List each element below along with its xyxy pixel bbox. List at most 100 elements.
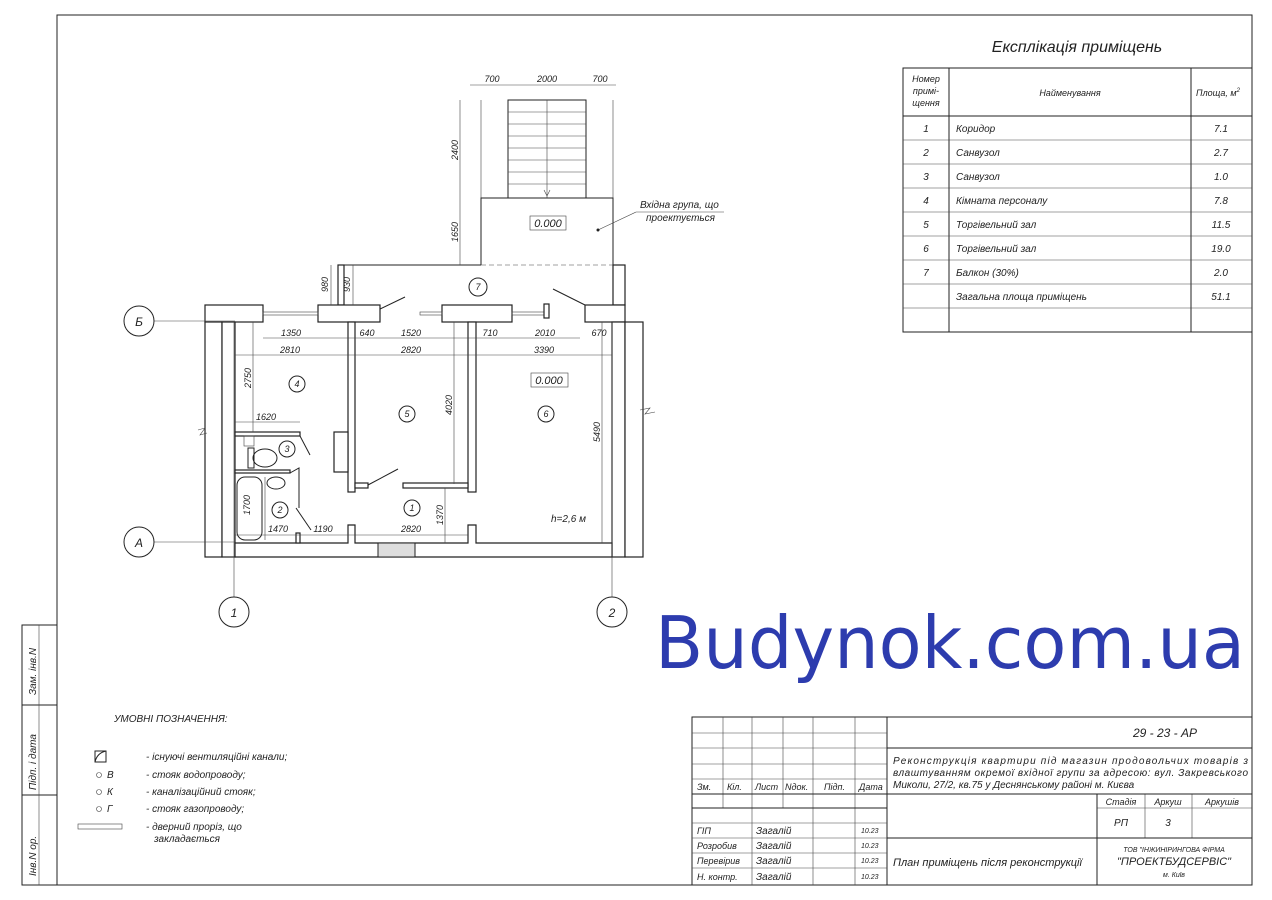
svg-text:10.23: 10.23 bbox=[861, 843, 879, 850]
svg-text:1700: 1700 bbox=[242, 495, 252, 515]
grid-axes: 1 2 Б А bbox=[123, 305, 628, 628]
cell-no: 1 bbox=[923, 124, 929, 135]
cell-area: 11.5 bbox=[1212, 220, 1231, 231]
svg-text:В: В bbox=[107, 770, 114, 781]
cell-name: Балкон (30%) bbox=[956, 268, 1019, 279]
svg-text:Стадія: Стадія bbox=[1106, 797, 1137, 807]
svg-text:Лист: Лист bbox=[754, 782, 779, 792]
svg-text:Номер: Номер bbox=[912, 74, 940, 84]
riser-icon bbox=[96, 789, 102, 795]
title-block: Зм. Кіл. Лист Nдок. Підп. Дата ГІП Загал… bbox=[691, 716, 1253, 886]
watermark: Budynok.com.ua bbox=[655, 601, 1245, 685]
header-name: Найменування bbox=[1039, 88, 1101, 98]
explication-table: Експлікація приміщень Номер примі- щення… bbox=[902, 39, 1253, 333]
svg-text:- стояк водопроводу;: - стояк водопроводу; bbox=[146, 770, 246, 781]
room-number: 4 bbox=[294, 379, 299, 389]
svg-text:Г: Г bbox=[107, 804, 114, 815]
svg-text:2000: 2000 bbox=[536, 74, 557, 84]
svg-text:Перевірив: Перевірив bbox=[697, 856, 740, 866]
stage-value: РП bbox=[1114, 818, 1129, 829]
svg-text:670: 670 bbox=[591, 328, 606, 338]
header-area: Площа, м2 bbox=[1196, 88, 1241, 98]
cell-name: Загальна площа приміщень bbox=[956, 292, 1087, 303]
project-code: 29 - 23 - АР bbox=[1132, 726, 1197, 740]
svg-text:3390: 3390 bbox=[534, 345, 554, 355]
cell-area: 51.1 bbox=[1211, 292, 1230, 303]
svg-text:710: 710 bbox=[482, 328, 497, 338]
table-row: 3 Санвузол 1.0 bbox=[923, 172, 1228, 183]
cell-area: 2.0 bbox=[1213, 268, 1228, 279]
svg-text:- стояк газопроводу;: - стояк газопроводу; bbox=[146, 804, 244, 815]
company-name: "ПРОЕКТБУДСЕРВІС" bbox=[1117, 856, 1232, 868]
cell-name: Санвузол bbox=[956, 172, 1000, 183]
project-description-1: Реконструкція квартири під магазин продо… bbox=[893, 756, 1248, 767]
floor-plan bbox=[197, 99, 656, 558]
svg-text:закладається: закладається bbox=[153, 834, 221, 845]
svg-text:10.23: 10.23 bbox=[861, 858, 879, 865]
svg-text:1620: 1620 bbox=[256, 412, 276, 422]
table-row: Загальна площа приміщень 51.1 bbox=[956, 292, 1231, 303]
door-opening-closed bbox=[377, 542, 416, 558]
room-number: 7 bbox=[475, 282, 481, 292]
svg-text:Аркушів: Аркушів bbox=[1204, 797, 1239, 807]
cell-area: 7.8 bbox=[1214, 196, 1228, 207]
table-row: 4 Кімната персоналу 7.8 bbox=[923, 196, 1228, 207]
svg-text:1520: 1520 bbox=[401, 328, 421, 338]
svg-text:Загалій: Загалій bbox=[756, 856, 792, 867]
dimension-lines bbox=[235, 84, 616, 543]
project-description-3: Миколи, 27/2, кв.75 у Деснянському район… bbox=[893, 780, 1135, 791]
cell-no: 5 bbox=[923, 220, 929, 231]
cell-no: 4 bbox=[923, 196, 929, 207]
svg-text:- існуючі вентиляційні канали;: - існуючі вентиляційні канали; bbox=[146, 752, 287, 763]
svg-text:930: 930 bbox=[342, 277, 352, 292]
cell-name: Торгівельний зал bbox=[956, 244, 1037, 255]
cell-name: Торгівельний зал bbox=[956, 220, 1037, 231]
svg-text:Зм.: Зм. bbox=[697, 782, 711, 792]
room-number: 2 bbox=[276, 505, 282, 515]
entrance-level-mark: 0.000 bbox=[534, 218, 562, 230]
axis-label-1: 1 bbox=[231, 606, 238, 620]
svg-text:Загалій: Загалій bbox=[756, 872, 792, 883]
table-row: 6 Торгівельний зал 19.0 bbox=[923, 244, 1231, 255]
svg-text:10.23: 10.23 bbox=[861, 874, 879, 881]
dimension-labels: 700 2000 700 2400 1650 980 930 1350 640 … bbox=[242, 74, 608, 534]
cell-area: 7.1 bbox=[1214, 124, 1228, 135]
svg-text:ГІП: ГІП bbox=[697, 826, 711, 836]
cell-no: 3 bbox=[923, 172, 929, 183]
svg-text:2010: 2010 bbox=[534, 328, 555, 338]
entrance-note-line1: Вхідна група, що bbox=[640, 200, 719, 211]
svg-text:980: 980 bbox=[320, 277, 330, 292]
axis-label-a: А bbox=[134, 536, 143, 550]
explication-title: Експлікація приміщень bbox=[992, 39, 1162, 56]
washbasin bbox=[266, 476, 286, 490]
svg-text:1350: 1350 bbox=[281, 328, 301, 338]
svg-text:1370: 1370 bbox=[435, 505, 445, 525]
bathtub bbox=[236, 476, 263, 541]
cell-name: Кімната персоналу bbox=[956, 196, 1048, 207]
svg-text:1470: 1470 bbox=[268, 524, 288, 534]
entrance-note-line2: проектується bbox=[646, 213, 716, 224]
svg-text:4020: 4020 bbox=[444, 395, 454, 415]
cell-name: Санвузол bbox=[956, 148, 1000, 159]
svg-text:2750: 2750 bbox=[243, 368, 253, 389]
ventilation-channel-icon bbox=[94, 750, 107, 763]
cell-no: 6 bbox=[923, 244, 929, 255]
svg-text:Nдок.: Nдок. bbox=[785, 782, 808, 792]
cell-area: 1.0 bbox=[1214, 172, 1228, 183]
svg-text:Аркуш: Аркуш bbox=[1153, 797, 1182, 807]
cell-area: 19.0 bbox=[1211, 244, 1231, 255]
svg-text:640: 640 bbox=[359, 328, 374, 338]
riser-icon bbox=[96, 806, 102, 812]
project-description-2: влаштуванням окремої вхідної групи за ад… bbox=[893, 768, 1248, 779]
ventilation-channel bbox=[243, 435, 255, 447]
svg-text:м. Київ: м. Київ bbox=[1163, 872, 1185, 879]
svg-text:Підп.: Підп. bbox=[824, 782, 845, 792]
room-number: 3 bbox=[284, 444, 289, 454]
svg-text:Н. контр.: Н. контр. bbox=[697, 872, 738, 882]
side-stamp: Зам. інв.N Підп. і дата Інв.N ор. bbox=[21, 624, 58, 886]
svg-text:Загалій: Загалій bbox=[756, 841, 792, 852]
